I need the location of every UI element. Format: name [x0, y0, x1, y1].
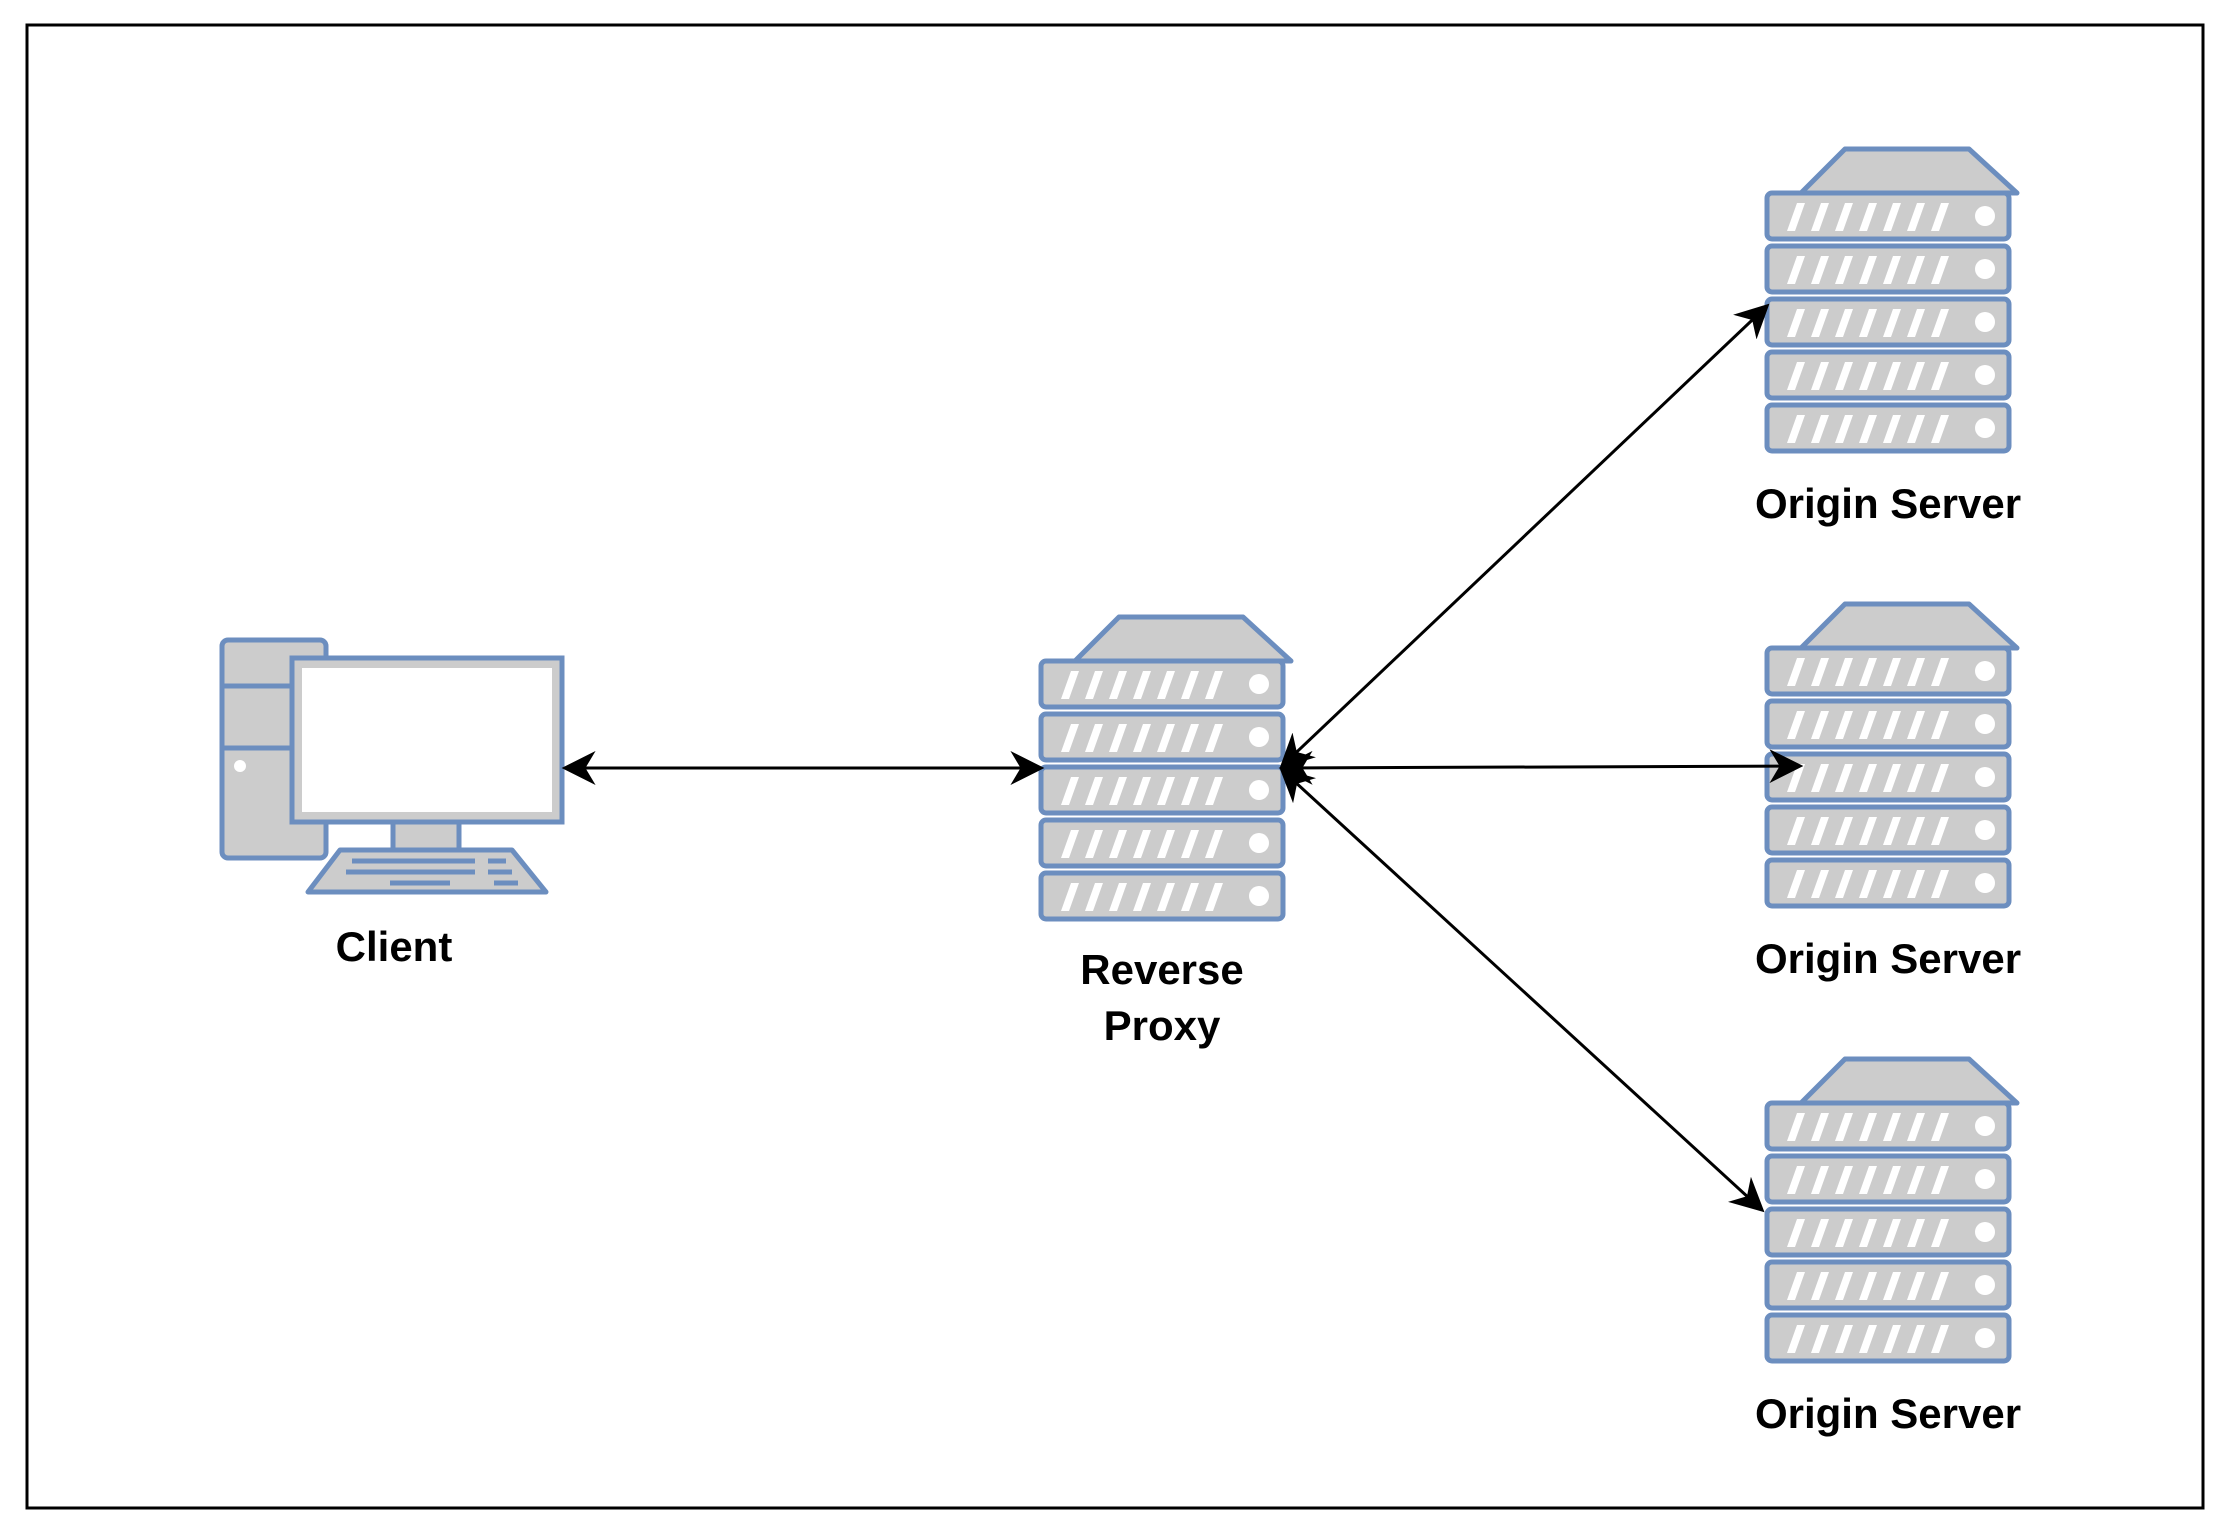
desktop-computer-icon: [219, 637, 565, 895]
server-rack-icon: [1767, 604, 2017, 906]
proxy-origin-2-connector: [1278, 749, 1804, 785]
client-node: Client: [219, 637, 565, 970]
server-rack-icon: [1767, 149, 2017, 451]
server-rack-icon: [1767, 1059, 2017, 1361]
proxy-origin-1-connector: [1279, 303, 1770, 769]
reverse-proxy-node: Reverse Proxy: [1041, 617, 1291, 1049]
reverse-proxy-label-line1: Reverse: [1080, 946, 1243, 993]
client-label: Client: [336, 923, 453, 970]
origin-server-3-node: Origin Server: [1755, 1059, 2021, 1437]
origin-server-1-node: Origin Server: [1755, 149, 2021, 527]
origin-server-2-node: Origin Server: [1755, 604, 2021, 982]
origin-server-1-label: Origin Server: [1755, 480, 2021, 527]
reverse-proxy-label-line2: Proxy: [1104, 1002, 1221, 1049]
origin-server-3-label: Origin Server: [1755, 1390, 2021, 1437]
proxy-origin-3-connector: [1279, 767, 1765, 1213]
server-rack-icon: [1041, 617, 1291, 919]
origin-server-2-label: Origin Server: [1755, 935, 2021, 982]
